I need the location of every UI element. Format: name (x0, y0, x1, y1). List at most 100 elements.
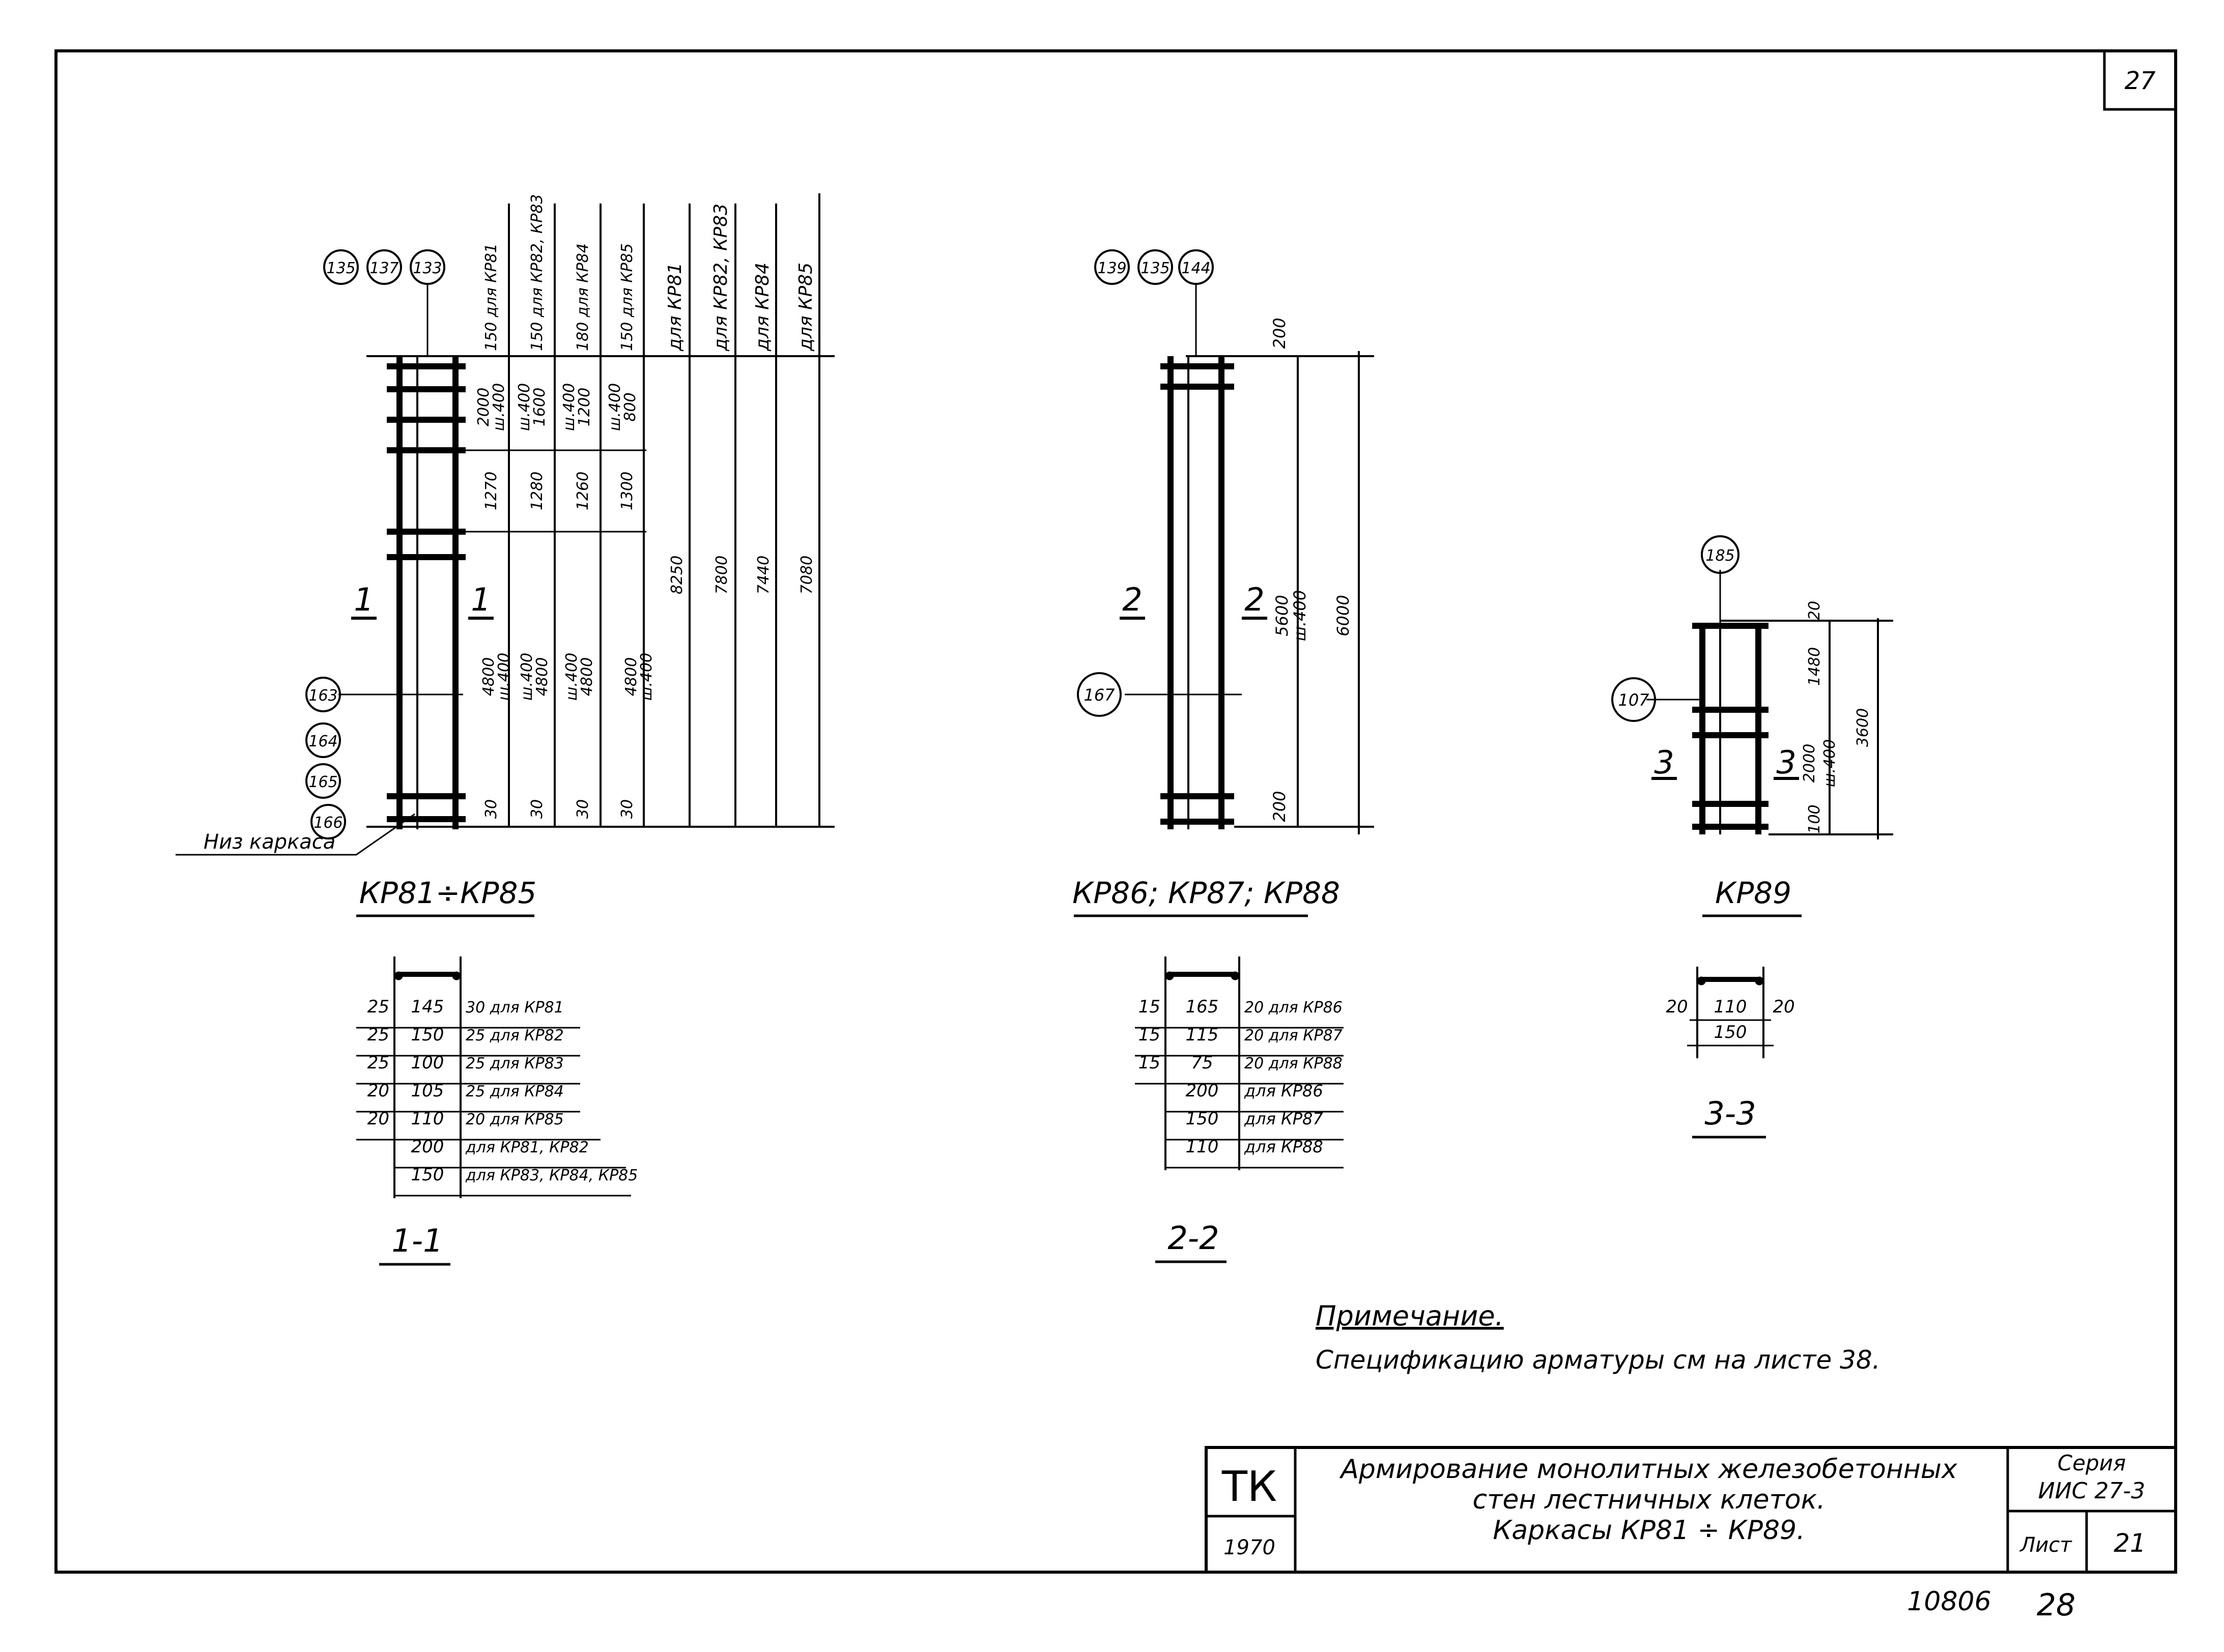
dim-label: 1260 (574, 472, 592, 510)
dim-label: 30 (482, 799, 500, 819)
variant-note: 20 для КР85 (466, 1111, 564, 1128)
title-block (1205, 1446, 2177, 1574)
variant-note: 25 для КР82 (466, 1027, 564, 1045)
cover-dim: 20 (1773, 997, 1794, 1017)
cover-dim: 20 (367, 1081, 389, 1101)
cover-dim: 25 (367, 1025, 389, 1045)
variant-note: 25 для КР83 (466, 1055, 564, 1073)
width-dim: 145 (411, 997, 444, 1017)
bottom-page: 28 (2037, 1587, 2075, 1623)
dim-label: 100 (1806, 804, 1823, 833)
column-header: 150 для КР85 (618, 243, 636, 351)
dim-label: 4800 (622, 657, 640, 696)
total-dim: 7800 (713, 556, 731, 594)
cover-dim: 25 (367, 997, 389, 1017)
dim-label: 200 (1270, 317, 1289, 349)
dim-label: 1480 (1806, 647, 1823, 686)
width-dim: 100 (411, 1053, 444, 1073)
dim-label: 30 (528, 799, 546, 819)
variant-note: для КР81, КР82 (465, 1139, 589, 1156)
bottom-number: 10806 (1907, 1586, 1991, 1617)
dim-label: ш.400 (638, 653, 655, 701)
total-dim: 3600 (1854, 708, 1872, 747)
frame-c-caption: КР89 (1715, 876, 1791, 910)
dim-label: 1200 (576, 388, 593, 426)
position-bubble: 139 (1097, 259, 1126, 277)
dim-label: ш.400 (1290, 590, 1309, 642)
position-bubble: 137 (369, 259, 398, 277)
dim-label: 800 (621, 392, 639, 421)
page-number: 27 (2124, 67, 2156, 95)
position-bubble: 135 (1140, 259, 1170, 277)
section-2-label: 2-2 (1167, 1220, 1219, 1257)
cut-mark: 2 (1122, 581, 1142, 618)
width-dim: 110 (1714, 997, 1747, 1017)
section-3-3 (1687, 967, 1774, 1058)
variant-note: 30 для КР81 (466, 999, 564, 1017)
section-2-2 (1135, 957, 1344, 1170)
dim-label: 1600 (531, 388, 549, 426)
width-dim: 165 (1186, 997, 1219, 1017)
series-value: ИИС 27-3 (2038, 1478, 2145, 1504)
width-dim: 150 (1186, 1109, 1219, 1129)
dim-label: 2000 (1801, 744, 1818, 782)
section-2-2-rows: 15 165 20 для КР86 15 115 20 для КР87 15… (1138, 997, 1343, 1157)
frame-bottom-note: Низ каркаса (204, 830, 335, 854)
variant-note: для КР83, КР84, КР85 (465, 1167, 638, 1184)
position-bubble: 166 (313, 814, 343, 832)
dim-label: ш.400 (516, 383, 533, 431)
position-bubble: 144 (1181, 259, 1210, 277)
dim-label: 4800 (480, 657, 498, 696)
frame-a-left-bubbles: 163 164 165 166 (305, 677, 346, 839)
total-dim: 7080 (798, 556, 816, 594)
cut-mark: 1 (354, 581, 374, 618)
width-dim: 110 (1186, 1137, 1219, 1157)
column-header: для КР85 (795, 263, 816, 352)
position-bubble: 163 (308, 687, 337, 705)
series-label: Серия (2058, 1451, 2126, 1475)
variant-note: 25 для КР84 (466, 1083, 564, 1100)
column-header: 180 для КР84 (574, 243, 592, 351)
cover-dim: 20 (1666, 997, 1688, 1017)
frame-a-column-headers: 150 для КР81 150 для КР82, КР83 180 для … (482, 194, 816, 352)
cover-dim: 25 (367, 1053, 389, 1073)
position-bubble: 135 (326, 259, 355, 277)
variant-note: 20 для КР88 (1244, 1055, 1343, 1073)
dim-label: ш.400 (606, 383, 624, 431)
cover-dim: 20 (367, 1109, 389, 1129)
variant-note: для КР87 (1244, 1109, 1323, 1128)
column-header: для КР81 (665, 263, 686, 352)
cut-mark: 1 (471, 581, 491, 618)
dim-label: 30 (618, 799, 636, 819)
dim-label: ш.400 (490, 383, 508, 431)
dim-label: 1300 (618, 472, 636, 510)
dim-label: 4800 (578, 657, 596, 696)
dim-label: ш.400 (563, 653, 581, 701)
variant-note: 20 для КР86 (1244, 999, 1343, 1017)
total-dim: 6000 (1333, 595, 1353, 636)
total-dim: 8250 (668, 556, 686, 594)
variant-note: для КР88 (1244, 1137, 1323, 1156)
note-text: Спецификацию арматуры см на листе 38. (1316, 1345, 1880, 1375)
year: 1970 (1223, 1536, 1275, 1559)
frame-a-dimensions: 2000 ш.400 1600 ш.400 1200 ш.400 800 ш.4… (475, 383, 816, 819)
title-line-2: стен лестничных клеток. (1472, 1485, 1825, 1515)
title-line-1: Армирование монолитных железобетонных (1339, 1454, 1958, 1485)
width-dim: 150 (411, 1165, 444, 1185)
section-3-3-dims: 20 110 20 150 (1666, 997, 1794, 1042)
column-header: 150 для КР81 (482, 243, 500, 351)
dim-label: ш.400 (495, 653, 513, 701)
dim-label: 2000 (475, 388, 493, 426)
dim-label: 4800 (533, 657, 551, 696)
sheet-label: Лист (2019, 1533, 2072, 1557)
section-1-1-rows: 25 145 30 для КР81 25 150 25 для КР82 25… (367, 997, 638, 1185)
cut-mark: 2 (1244, 581, 1264, 618)
org-mark: ТК (1221, 1463, 1277, 1511)
width-dim: 200 (411, 1137, 444, 1157)
section-1-1 (356, 957, 631, 1198)
width-dim: 115 (1186, 1025, 1219, 1045)
frame-a-caption: КР81÷КР85 (359, 876, 537, 910)
section-3-label: 3-3 (1704, 1095, 1756, 1132)
dim-label: 1280 (528, 472, 546, 510)
